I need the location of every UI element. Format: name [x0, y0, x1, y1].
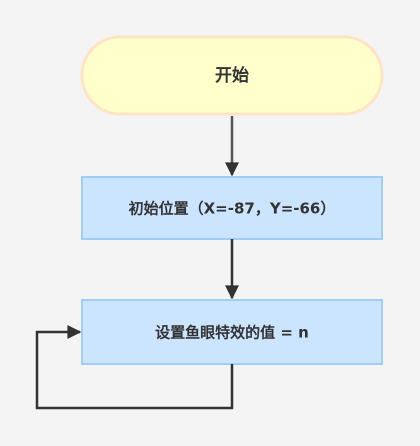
init-position-shape [81, 176, 383, 240]
set-fisheye-node: 设置鱼眼特效的值 = n [81, 299, 383, 365]
loop-back-arrow [35, 325, 234, 410]
set-fisheye-label: 设置鱼眼特效的值 = n [155, 324, 309, 342]
init-position-node: 初始位置（X=-87，Y=-66） [81, 176, 383, 240]
init-position-label: 初始位置（X=-87，Y=-66） [129, 200, 336, 218]
start-node-label: 开始 [215, 65, 249, 86]
start-node-shape [80, 35, 384, 116]
start-node: 开始 [80, 35, 384, 116]
